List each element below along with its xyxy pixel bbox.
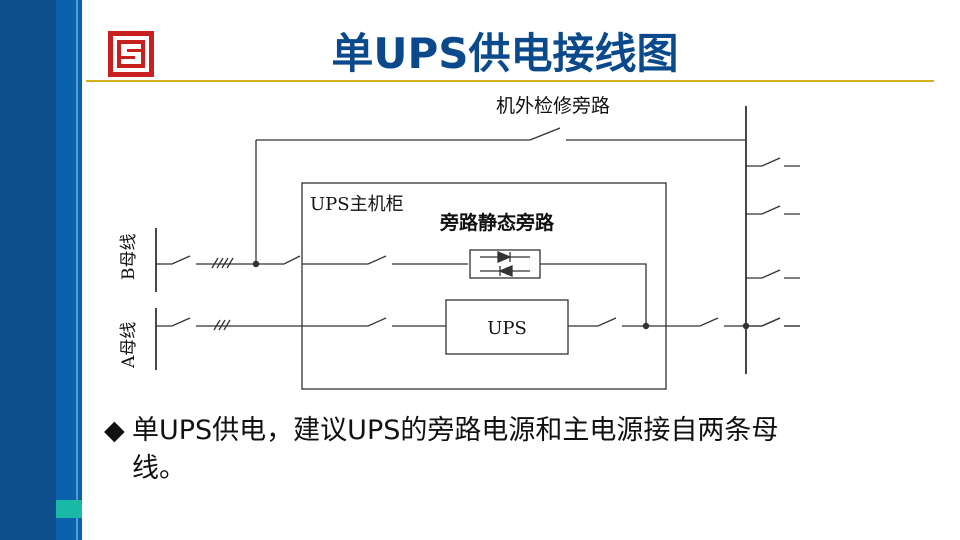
bullet-line-2: 线。 [132,453,186,484]
bus-b-label: B母线 [119,234,139,281]
bypass-input-switch [302,255,468,265]
maintenance-bypass-switch [529,127,561,141]
bullet-line-1: 单UPS供电，建议UPS的旁路电源和主电源接自两条母 [132,415,779,446]
sidebar-mid-band [56,0,82,540]
ups-wiring-diagram: 机外检修旁路 UPS主机柜 旁路静态旁路 B母线 A母线 UPS [119,95,800,390]
ups-output-line [568,317,746,327]
bullet-note: ◆单UPS供电，建议UPS的旁路电源和主电源接自两条母 线。 [104,412,914,488]
static-bypass-label: 旁路静态旁路 [439,211,555,234]
ups-cabinet-box [301,182,667,390]
page-title: 单UPS供电接线图 [331,29,679,78]
bus-a-label: A母线 [119,322,139,369]
bus-b-breaker [156,255,210,265]
ups-cabinet-label: UPS主机柜 [310,194,404,215]
final-output-breaker [746,317,800,327]
ups-unit-label: UPS [487,318,527,339]
main-input-line [210,317,446,327]
thyristor-switch-icon [469,249,541,279]
left-sidebar-decoration [0,0,82,540]
output-junction [642,322,650,330]
sidebar-line [76,0,78,540]
bus-b-feed [210,255,301,265]
bus-a-cable-marks [213,319,231,331]
sidebar-teal-accent [56,500,82,518]
bus-a-breaker [156,317,210,327]
output-feeders [746,157,800,327]
bus-b-cable-marks [211,257,234,269]
maintenance-bypass-label: 机外检修旁路 [496,95,610,117]
ups-unit-box [445,299,569,355]
logo-icon [108,31,154,77]
title-divider [86,80,934,82]
diamond-bullet-icon: ◆ [104,415,125,446]
bus-b-junction [252,260,260,268]
bypass-output-line [540,263,647,326]
sidebar-dark-band [0,0,56,540]
